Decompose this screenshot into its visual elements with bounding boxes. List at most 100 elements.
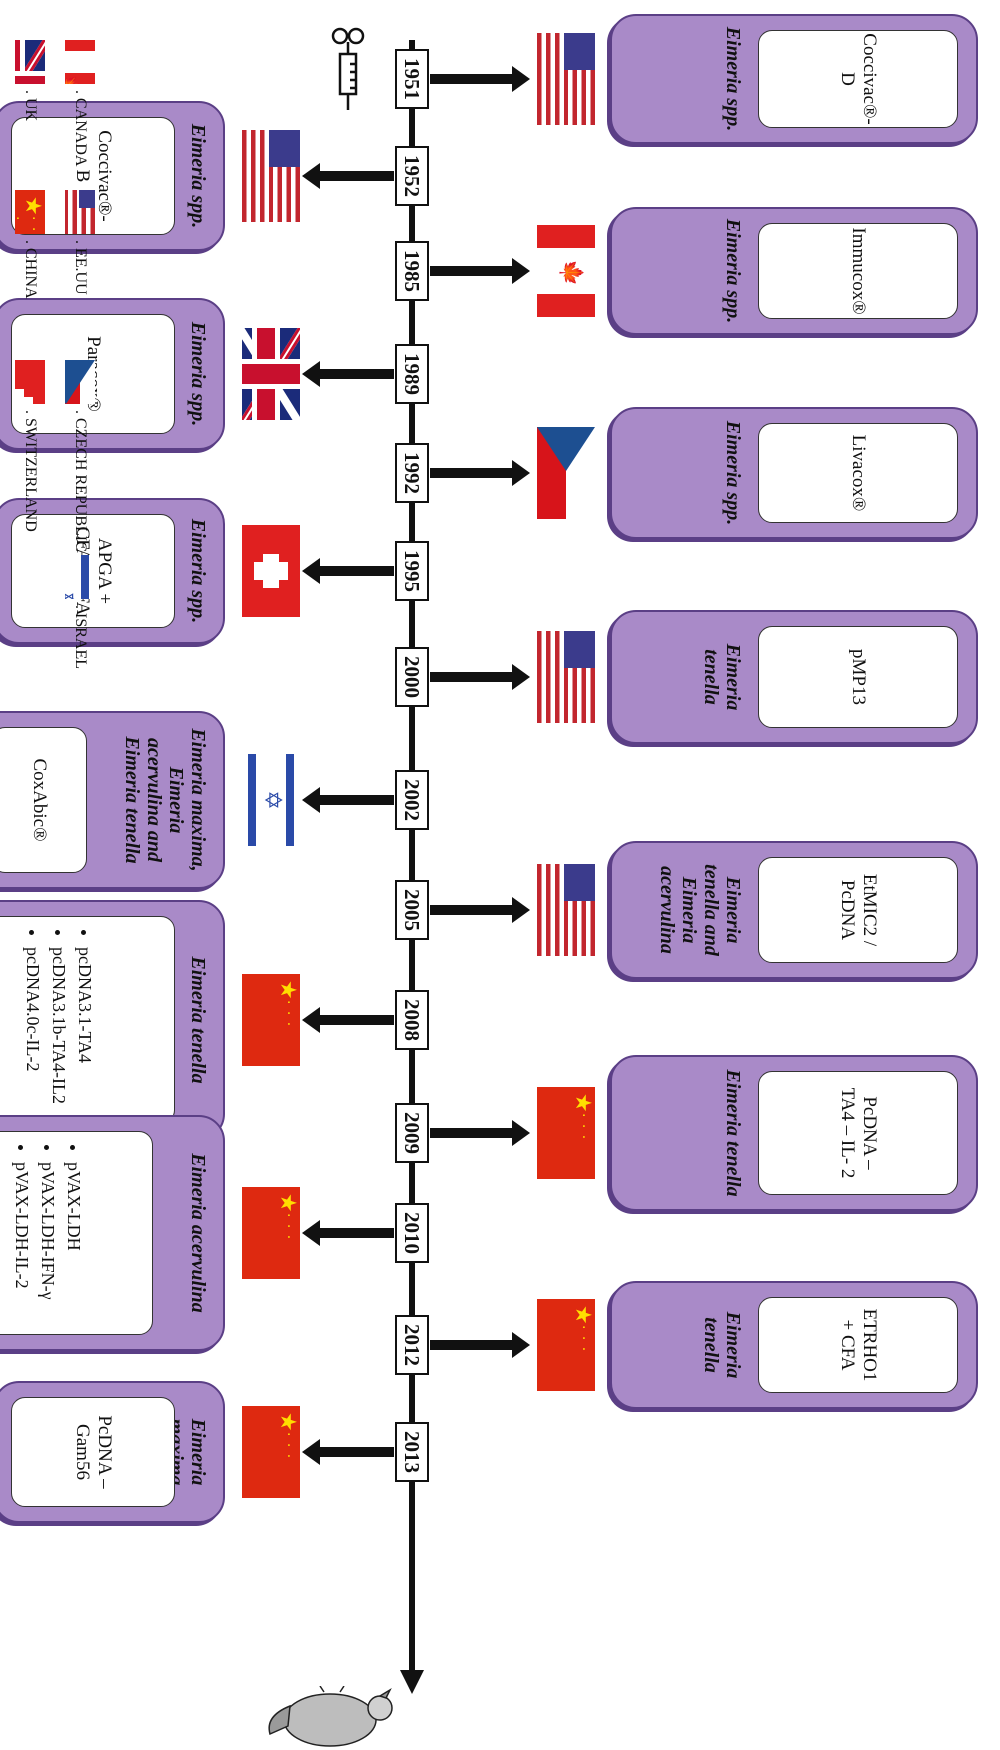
vaccine-name: ETRHO1 + CFA bbox=[758, 1297, 958, 1393]
year-marker: 1951 bbox=[395, 49, 429, 109]
hen-illustration bbox=[268, 1686, 393, 1747]
arrow-shaft bbox=[430, 672, 514, 682]
legend-label: . UK bbox=[22, 90, 39, 122]
pathogen-name: Eimeria spp. bbox=[187, 123, 209, 229]
arrow-shaft bbox=[430, 74, 514, 84]
year-marker: 2005 bbox=[395, 880, 429, 940]
pathogen-name: Eimeria spp. bbox=[722, 218, 744, 324]
arrow-head bbox=[302, 1439, 320, 1465]
vaccine-card-1985: Immucox® Eimeria spp. bbox=[610, 207, 978, 335]
flag-il bbox=[242, 754, 300, 846]
legend-item-cn: . CHINA bbox=[15, 190, 45, 299]
legend-label: . EE.UU bbox=[72, 240, 89, 295]
down-arrow bbox=[302, 1220, 394, 1246]
arrow-shaft bbox=[318, 795, 394, 805]
pathogen-name: Eimeria tenella and Eimeria acervulina bbox=[656, 864, 744, 956]
arrow-shaft bbox=[430, 468, 514, 478]
up-arrow bbox=[430, 1120, 530, 1146]
flag-cn bbox=[537, 1087, 595, 1179]
pathogen-name: Eimeria tenella bbox=[700, 1311, 744, 1379]
construct-list: pcDNA3.1-TA4pcDNA3.1b-TA4-IL2pcDNA4.0c-I… bbox=[19, 925, 100, 1104]
legend-item-uk: . UK bbox=[15, 40, 45, 121]
vaccine-name: Coccivac®-D bbox=[758, 30, 958, 128]
flag-cn bbox=[242, 974, 300, 1066]
arrow-shaft bbox=[430, 1340, 514, 1350]
pathogen-name: Eimeria tenella bbox=[700, 643, 744, 711]
year-marker: 1995 bbox=[395, 541, 429, 601]
vaccine-card-2008: Eimeria tenella pcDNA3.1-TA4pcDNA3.1b-TA4… bbox=[0, 900, 225, 1140]
arrow-shaft bbox=[318, 1228, 394, 1238]
arrow-head bbox=[512, 460, 530, 486]
flag-ca bbox=[537, 225, 595, 317]
arrow-shaft bbox=[318, 1015, 394, 1025]
legend-label: . CHINA bbox=[22, 240, 39, 299]
up-arrow bbox=[430, 897, 530, 923]
arrow-head bbox=[512, 1332, 530, 1358]
vaccine-name: Immucox® bbox=[758, 223, 958, 319]
year-marker: 1992 bbox=[395, 443, 429, 503]
up-arrow bbox=[430, 664, 530, 690]
flag-cn bbox=[242, 1406, 300, 1498]
year-marker: 2008 bbox=[395, 990, 429, 1050]
construct-item: pVAX-LDH bbox=[63, 1162, 86, 1300]
construct-list: pVAX-LDHpVAX-LDH-IFN-γpVAX-LDH-IL-2 bbox=[8, 1140, 89, 1300]
pathogen-name: Eimeria spp. bbox=[187, 321, 209, 427]
uk-flag-bar bbox=[252, 328, 280, 420]
uk-flag-bar bbox=[15, 40, 25, 84]
year-marker: 2000 bbox=[395, 647, 429, 707]
vaccine-card-2000: pMP13 Eimeria tenella bbox=[610, 610, 978, 744]
flag-cn bbox=[242, 1187, 300, 1279]
year-marker: 1989 bbox=[395, 344, 429, 404]
vaccine-name: pVAX-LDHpVAX-LDH-IFN-γpVAX-LDH-IL-2 bbox=[0, 1131, 153, 1335]
arrow-shaft bbox=[318, 1447, 394, 1457]
year-marker: 2002 bbox=[395, 770, 429, 830]
arrow-head bbox=[512, 897, 530, 923]
vaccine-card-2002: Eimeria maxima, Eimeria acervulina and E… bbox=[0, 711, 225, 889]
construct-item: pcDNA3.1-TA4 bbox=[74, 947, 97, 1104]
legend-flag-cn bbox=[15, 190, 45, 234]
up-arrow bbox=[430, 258, 530, 284]
arrow-shaft bbox=[318, 566, 394, 576]
up-arrow bbox=[430, 66, 530, 92]
arrow-head bbox=[512, 664, 530, 690]
arrow-shaft bbox=[318, 171, 394, 181]
down-arrow bbox=[302, 163, 394, 189]
vaccine-card-2012: ETRHO1 + CFA Eimeria tenella bbox=[610, 1281, 978, 1409]
legend-flag-il bbox=[65, 555, 95, 599]
flag-us bbox=[242, 130, 300, 222]
flag-uk bbox=[242, 328, 300, 420]
year-marker: 2013 bbox=[395, 1422, 429, 1482]
vaccine-card-2010: Eimeria acervulinapVAX-LDHpVAX-LDH-IFN-γ… bbox=[0, 1115, 225, 1351]
vaccine-name: PcDNA – TA4 – IL- 2 bbox=[758, 1071, 958, 1195]
legend-label: . CZECH REPUBLIC bbox=[72, 410, 89, 552]
legend-label: . CANADA bbox=[72, 90, 89, 167]
arrow-shaft bbox=[318, 369, 394, 379]
legend-item-cz: . CZECH REPUBLIC bbox=[65, 360, 95, 552]
legend-flag-cz bbox=[65, 360, 95, 404]
vaccine-name: pMP13 bbox=[758, 626, 958, 728]
down-arrow bbox=[302, 1007, 394, 1033]
legend-flag-ca bbox=[65, 40, 95, 84]
flag-cz bbox=[537, 427, 595, 519]
pathogen-name: Eimeria spp. bbox=[722, 420, 744, 526]
pathogen-name: Eimeria spp. bbox=[187, 518, 209, 624]
year-marker: 1952 bbox=[395, 146, 429, 206]
flag-cn bbox=[537, 1299, 595, 1391]
legend-item-us: . EE.UU bbox=[65, 190, 95, 295]
construct-item: pcDNA3.1b-TA4-IL2 bbox=[48, 947, 71, 1104]
legend-label: . SWITZERLAND bbox=[22, 410, 39, 532]
arrow-head bbox=[512, 66, 530, 92]
down-arrow bbox=[302, 558, 394, 584]
year-marker: 2010 bbox=[395, 1203, 429, 1263]
legend-item-ca: . CANADA bbox=[65, 40, 95, 166]
pathogen-name: Eimeria tenella bbox=[187, 956, 209, 1084]
flag-us bbox=[537, 33, 595, 125]
arrow-head bbox=[302, 787, 320, 813]
arrow-shaft bbox=[430, 1128, 514, 1138]
arrow-shaft bbox=[430, 905, 514, 915]
up-arrow bbox=[430, 1332, 530, 1358]
construct-item: pVAX-LDH-IL-2 bbox=[11, 1162, 34, 1300]
timeline-arrowhead bbox=[400, 1670, 424, 1694]
